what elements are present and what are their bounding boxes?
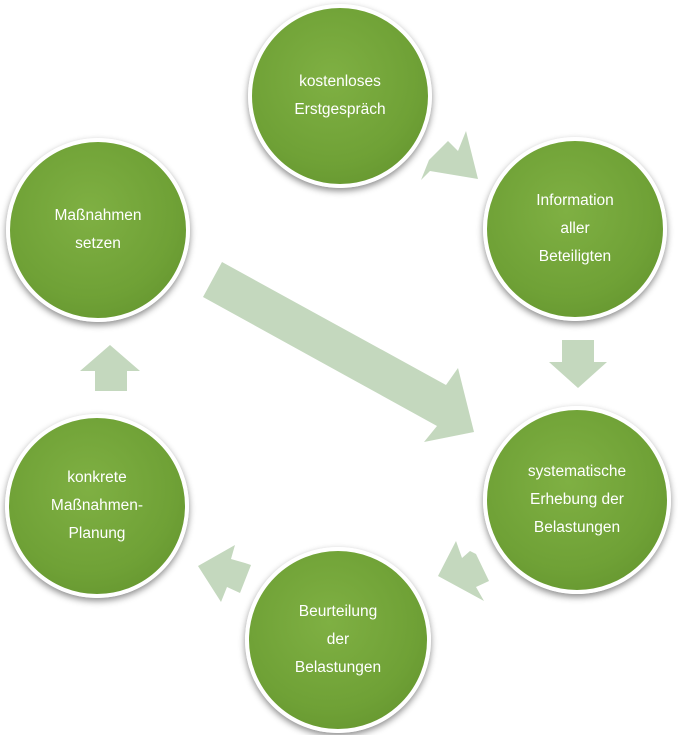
- step-circle-6: Maßnahmen setzen: [6, 138, 190, 322]
- arrow-2-to-3: [549, 340, 607, 388]
- step-label-6: Maßnahmen setzen: [54, 207, 142, 252]
- step-label-5: konkrete Maßnahmen- Planung: [50, 469, 144, 542]
- step-circle-4: Beurteilung der Belastungen: [245, 547, 431, 733]
- arrow-6-to-3: [203, 262, 474, 442]
- step-label-3: systematische Erhebung der Belastungen: [527, 463, 627, 536]
- step-circle-5: konkrete Maßnahmen- Planung: [5, 414, 189, 598]
- arrow-1-to-2: [421, 131, 478, 180]
- arrow-5-to-6: [80, 345, 140, 391]
- step-label-4: Beurteilung der Belastungen: [294, 603, 382, 676]
- arrow-3-to-4: [438, 541, 489, 601]
- step-circle-3: systematische Erhebung der Belastungen: [483, 406, 671, 594]
- step-label-2: Information aller Beteiligten: [536, 192, 614, 265]
- step-label-1: kostenloses Erstgespräch: [294, 73, 386, 118]
- step-circle-2: Information aller Beteiligten: [483, 137, 667, 321]
- step-circle-1: kostenloses Erstgespräch: [248, 4, 432, 188]
- arrow-4-to-5: [198, 545, 251, 602]
